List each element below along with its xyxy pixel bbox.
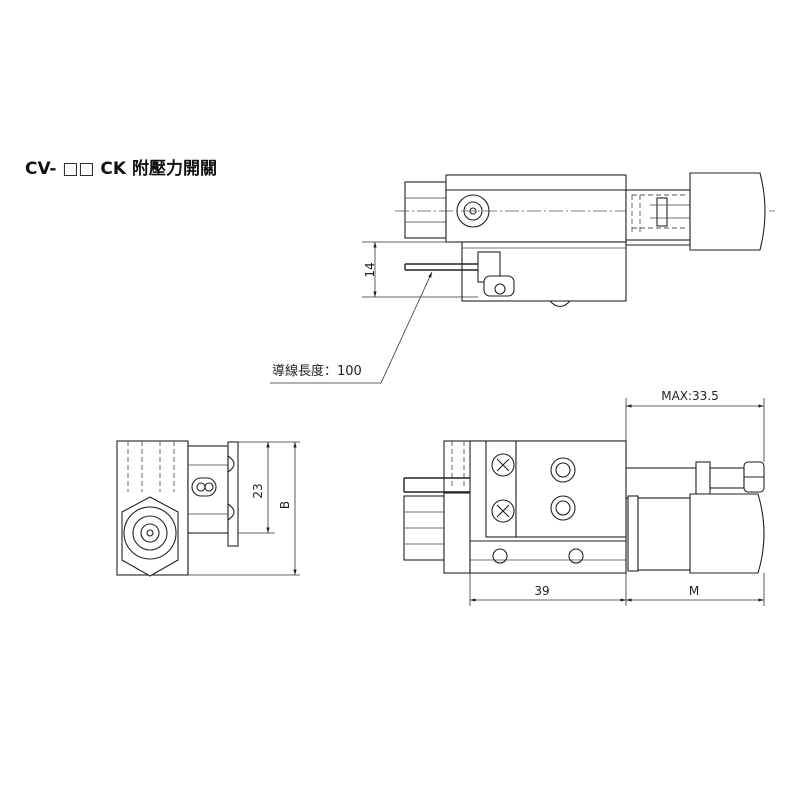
dim-max-text: MAX:33.5 — [661, 389, 719, 403]
side-view: 23 B — [116, 440, 300, 577]
front-knob — [689, 493, 765, 574]
side-connector — [191, 477, 217, 497]
top-main-body — [445, 174, 627, 243]
mount-hole-left — [492, 548, 508, 564]
dim-14-text: 14 — [363, 262, 377, 277]
dim-39-text: 39 — [534, 584, 549, 598]
front-view: MAX:33.5 39 M — [403, 389, 765, 606]
top-view: 14 導線長度：100 — [270, 172, 775, 384]
drawing-title: CV- □□ CK 附壓力開關 — [25, 159, 217, 179]
front-switch-plate — [515, 440, 627, 538]
top-hex-nut — [404, 181, 447, 239]
dim-23-text: 23 — [251, 483, 265, 498]
top-knob — [689, 172, 766, 251]
dim-B-text: B — [278, 501, 292, 509]
dim-M-text: M — [689, 584, 699, 598]
wire-length-leader — [270, 271, 433, 384]
mount-hole-right — [568, 548, 584, 564]
wire-length-label: 導線長度：100 — [272, 363, 362, 379]
